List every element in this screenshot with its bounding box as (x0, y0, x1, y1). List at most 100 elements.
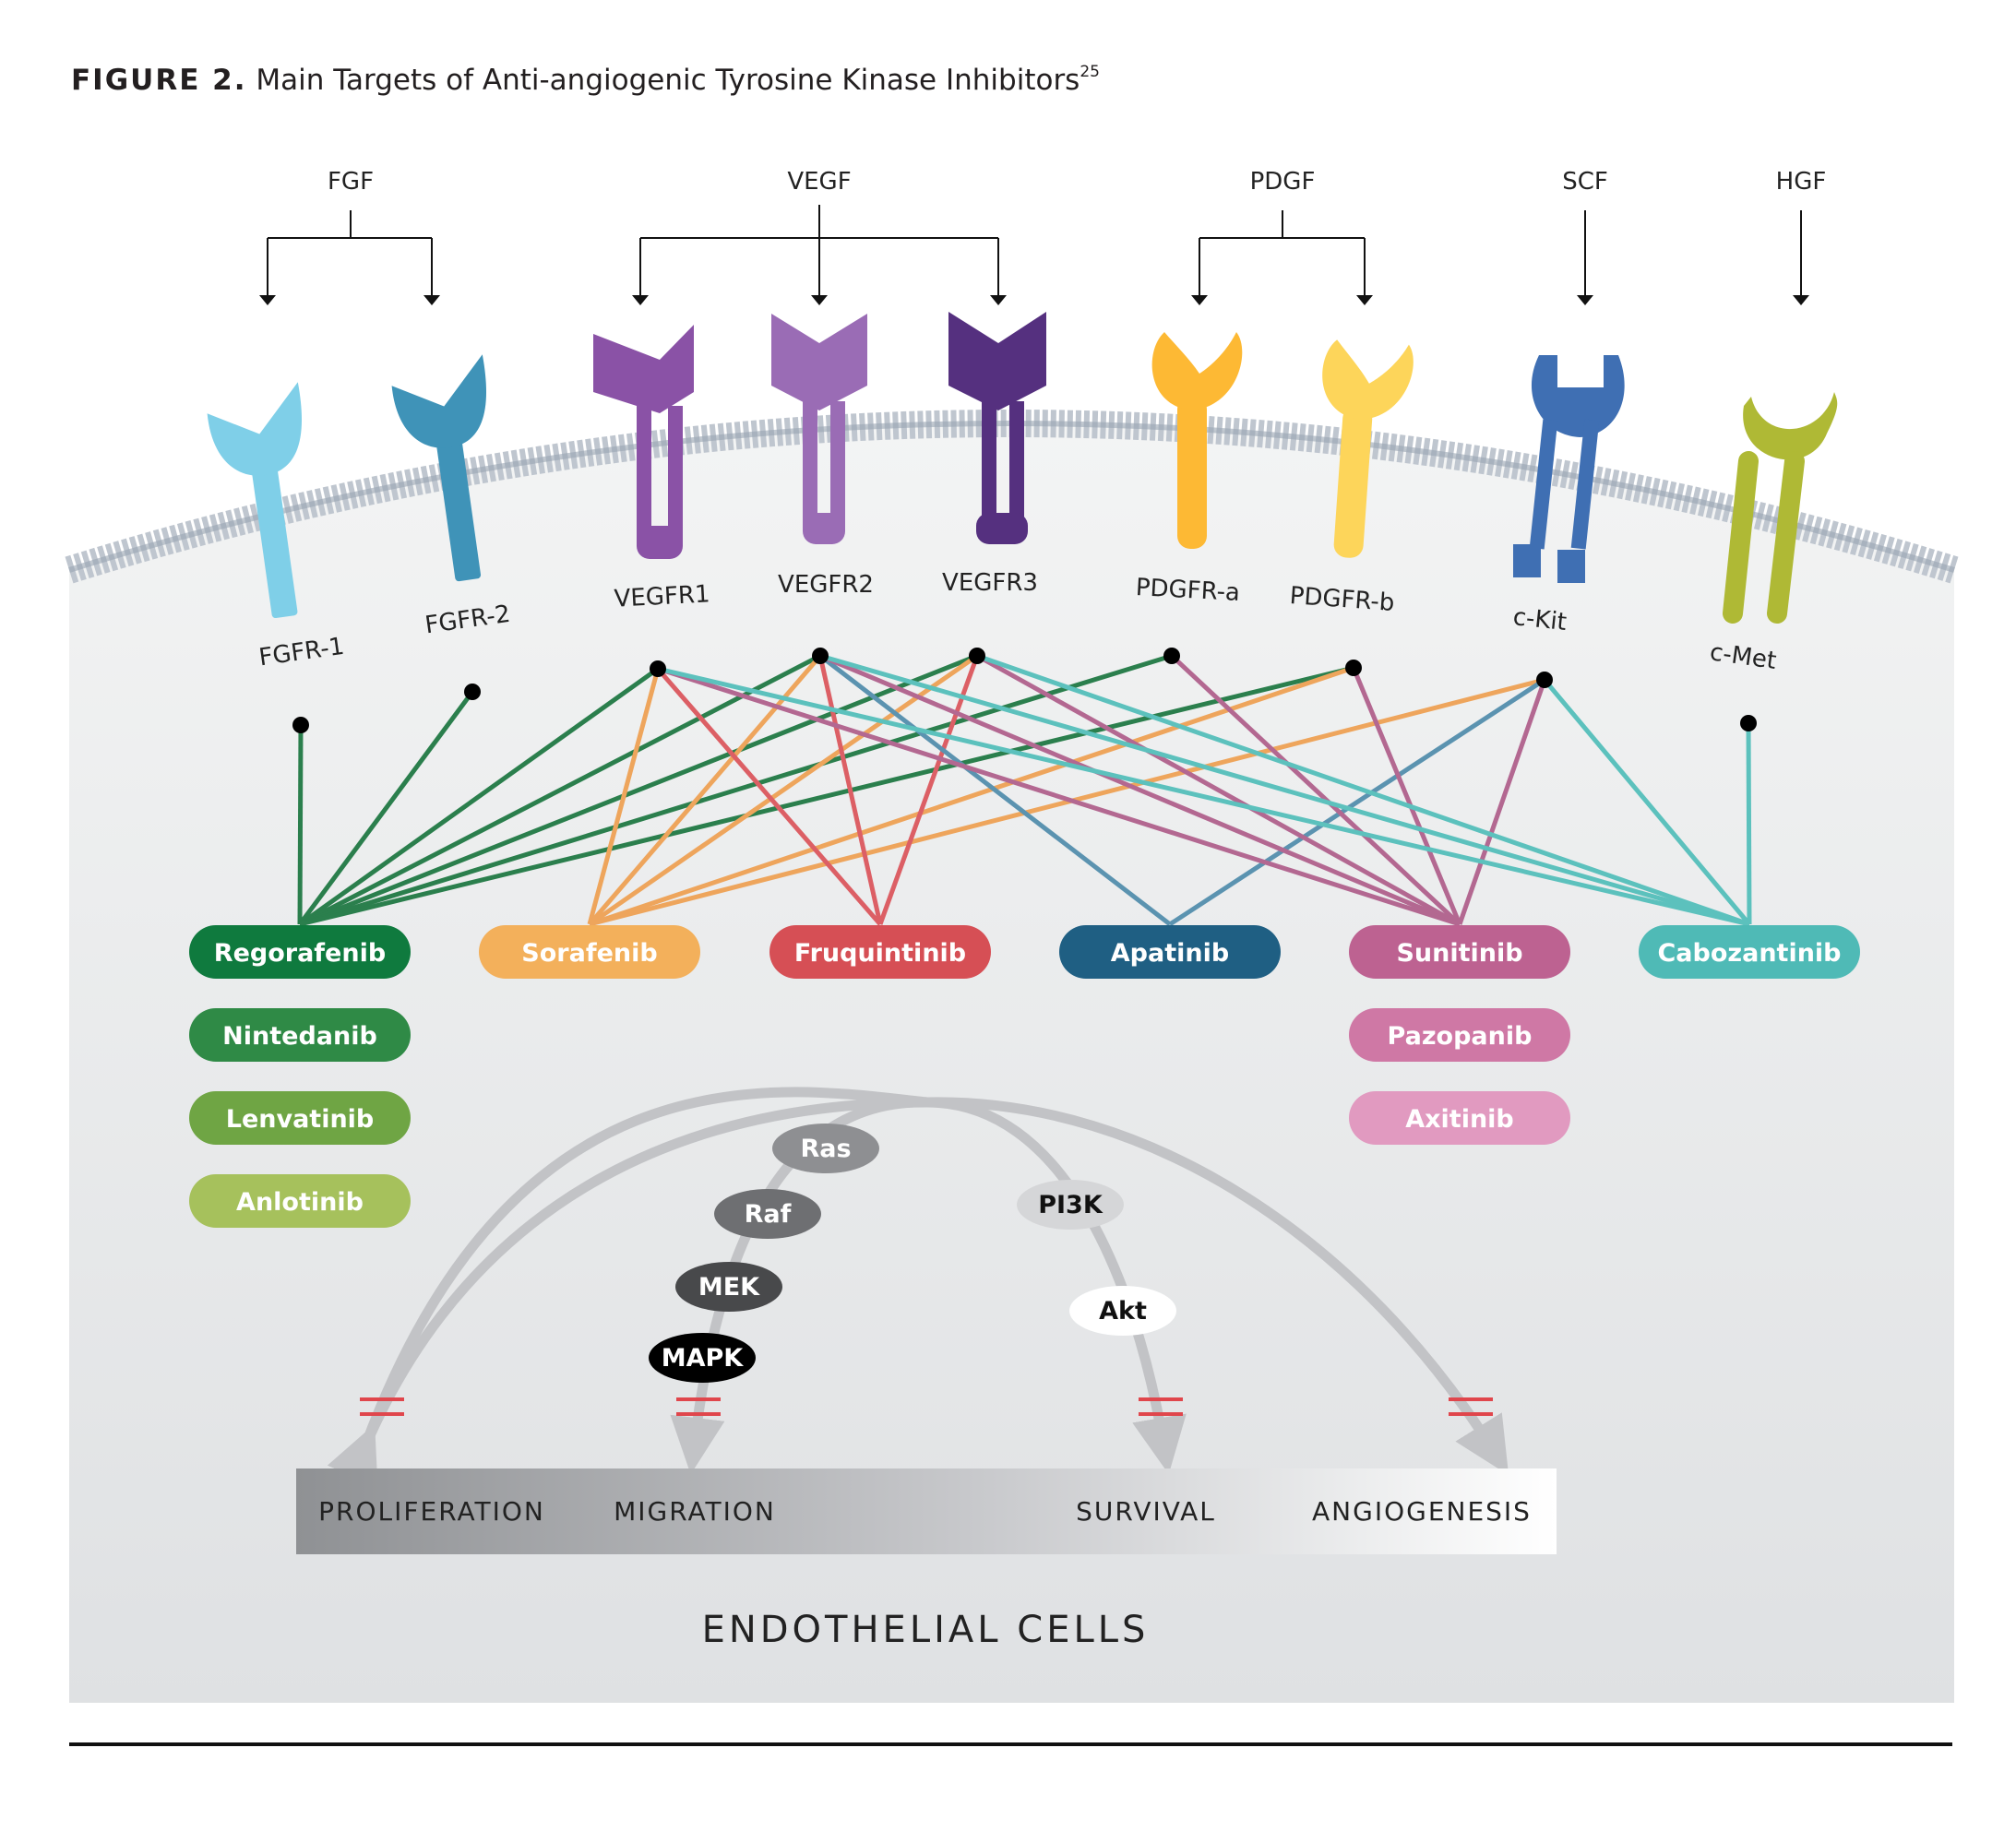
akt-label: Akt (1099, 1297, 1147, 1326)
pi3k-label: PI3K (1038, 1191, 1103, 1219)
outcome-migration: MIGRATION (614, 1496, 776, 1527)
drug-pill-axitinib: Axitinib (1349, 1091, 1570, 1145)
receptor-ckit-icon (1513, 355, 1625, 583)
drug-pill-anlotinib: Anlotinib (189, 1174, 411, 1228)
raf-label: Raf (745, 1200, 792, 1229)
pathway-nodes: Ras Raf MEK MAPK PI3K Akt (649, 1124, 1176, 1383)
drug-pill-bg-pazopanib (1349, 1008, 1570, 1062)
figure-title-text: Main Targets of Anti-angiogenic Tyrosine… (256, 64, 1080, 97)
receptor-pdgfra-icon (1151, 332, 1243, 549)
receptor-label-ckit: c-Kit (1511, 603, 1568, 636)
drug-label-cabozantinib: Cabozantinib (1657, 939, 1841, 968)
connection-apatinib-vegfr2 (818, 654, 1172, 926)
outcome-proliferation: PROLIFERATION (318, 1496, 545, 1527)
mapk-label: MAPK (662, 1344, 745, 1373)
mapk-node (649, 1333, 756, 1383)
connection-sorafenib-pdgfr-b (589, 665, 1354, 927)
drug-label-apatinib: Apatinib (1111, 939, 1229, 968)
connection-apatinib-c-kit (1168, 677, 1546, 927)
drug-pill-bg-anlotinib (189, 1174, 411, 1228)
figure-label: FIGURE 2. (71, 64, 247, 97)
drug-pill-sorafenib: Sorafenib (479, 925, 700, 979)
drug-label-regorafenib: Regorafenib (214, 939, 386, 968)
connection-sunitinib-vegfr1 (657, 666, 1461, 927)
receptor-label-vegfr1: VEGFR1 (614, 580, 710, 612)
connection-regorafenib-pdgfr-a (299, 653, 1173, 927)
connection-sunitinib-vegfr3 (975, 653, 1461, 927)
bottom-rule (69, 1742, 1952, 1746)
ligand-label-pdgf: PDGF (1250, 168, 1316, 196)
connection-regorafenib-vegfr1 (298, 666, 660, 927)
connection-fruquintinib-vegfr3 (877, 655, 980, 925)
ligand-label-vegf: VEGF (787, 168, 851, 196)
receptor-anchor-dots (292, 648, 1757, 733)
receptor-vegfr3-icon (948, 312, 1046, 544)
drug-pill-bg-cabozantinib (1639, 925, 1860, 979)
inhibition-marks (360, 1397, 1493, 1416)
pi3k-node (1017, 1180, 1124, 1230)
connection-sunitinib-pdgfr-a (1170, 654, 1461, 926)
drug-pill-bg-apatinib (1059, 925, 1281, 979)
drug-pill-bg-lenvatinib (189, 1091, 411, 1145)
receptor-fgfr1-icon (207, 382, 302, 619)
anchor-dot-vegfr3 (969, 648, 985, 664)
connection-sunitinib-pdgfr-b (1351, 667, 1462, 925)
ligand-label-hgf: HGF (1776, 168, 1827, 196)
outcome-angiogenesis: ANGIOGENESIS (1312, 1496, 1532, 1527)
anchor-dot-c-kit (1536, 672, 1553, 688)
drug-pills: Regorafenib Sorafenib Fruquintinib Apatinib… (189, 925, 1860, 1228)
drug-pill-bg-sorafenib (479, 925, 700, 979)
connection-sorafenib-vegfr3 (588, 653, 979, 927)
connection-fruquintinib-vegfr1 (656, 667, 882, 926)
connection-cabozantinib-vegfr2 (819, 653, 1750, 927)
connection-regorafenib-fgfr-2 (297, 690, 475, 926)
cell-label: ENDOTHELIAL CELLS (702, 1609, 1150, 1651)
connection-cabozantinib-vegfr1 (657, 666, 1750, 927)
raf-node (714, 1189, 821, 1239)
anchor-dot-pdgfr-a (1163, 648, 1180, 664)
ras-node (772, 1124, 879, 1173)
anchor-dot-fgfr-1 (292, 717, 309, 733)
drug-label-axitinib: Axitinib (1405, 1105, 1514, 1134)
connection-cabozantinib-c-met (1746, 722, 1752, 925)
endothelial-cell-body (69, 423, 1954, 1703)
akt-node (1069, 1286, 1176, 1336)
drug-pill-lenvatinib: Lenvatinib (189, 1091, 411, 1145)
connection-fruquintinib-vegfr2 (817, 655, 883, 925)
drug-label-sorafenib: Sorafenib (521, 939, 657, 968)
ligand-arrowheads (259, 295, 1809, 305)
anchor-dot-fgfr-2 (464, 684, 481, 700)
receptor-label-vegfr3: VEGFR3 (942, 569, 1038, 597)
drug-target-connections (297, 653, 1752, 927)
anchor-dot-vegfr1 (650, 660, 666, 677)
anchor-dot-pdgfr-b (1345, 660, 1362, 676)
drug-label-lenvatinib: Lenvatinib (226, 1105, 375, 1134)
receptor-vegfr2-icon (771, 314, 867, 544)
connection-cabozantinib-c-kit (1543, 678, 1751, 926)
connection-regorafenib-fgfr-1 (297, 724, 304, 925)
drug-label-sunitinib: Sunitinib (1396, 939, 1522, 968)
drug-pill-bg-nintedanib (189, 1008, 411, 1062)
outcome-survival: SURVIVAL (1076, 1496, 1216, 1527)
connection-regorafenib-vegfr2 (298, 653, 822, 927)
receptor-pdgfrb-icon (1322, 339, 1414, 558)
drug-pill-pazopanib: Pazopanib (1349, 1008, 1570, 1062)
drug-pill-bg-fruquintinib (769, 925, 991, 979)
receptor-label-vegfr2: VEGFR2 (778, 571, 874, 599)
drug-pill-sunitinib: Sunitinib (1349, 925, 1570, 979)
receptor-fgfr2-icon (391, 354, 486, 582)
drug-label-anlotinib: Anlotinib (236, 1188, 364, 1217)
drug-label-pazopanib: Pazopanib (1388, 1022, 1533, 1051)
drug-pill-bg-axitinib (1349, 1091, 1570, 1145)
receptor-cmet-icon (1723, 392, 1838, 624)
outcome-bar (296, 1468, 1557, 1554)
ras-label: Ras (800, 1135, 851, 1163)
receptor-vegfr1-icon (593, 325, 694, 559)
ligand-brackets (267, 205, 1802, 300)
mek-label: MEK (698, 1273, 760, 1302)
drug-label-fruquintinib: Fruquintinib (794, 939, 966, 968)
connection-sorafenib-vegfr1 (587, 668, 661, 925)
connection-regorafenib-vegfr3 (299, 653, 978, 927)
drug-pill-bg-regorafenib (189, 925, 411, 979)
